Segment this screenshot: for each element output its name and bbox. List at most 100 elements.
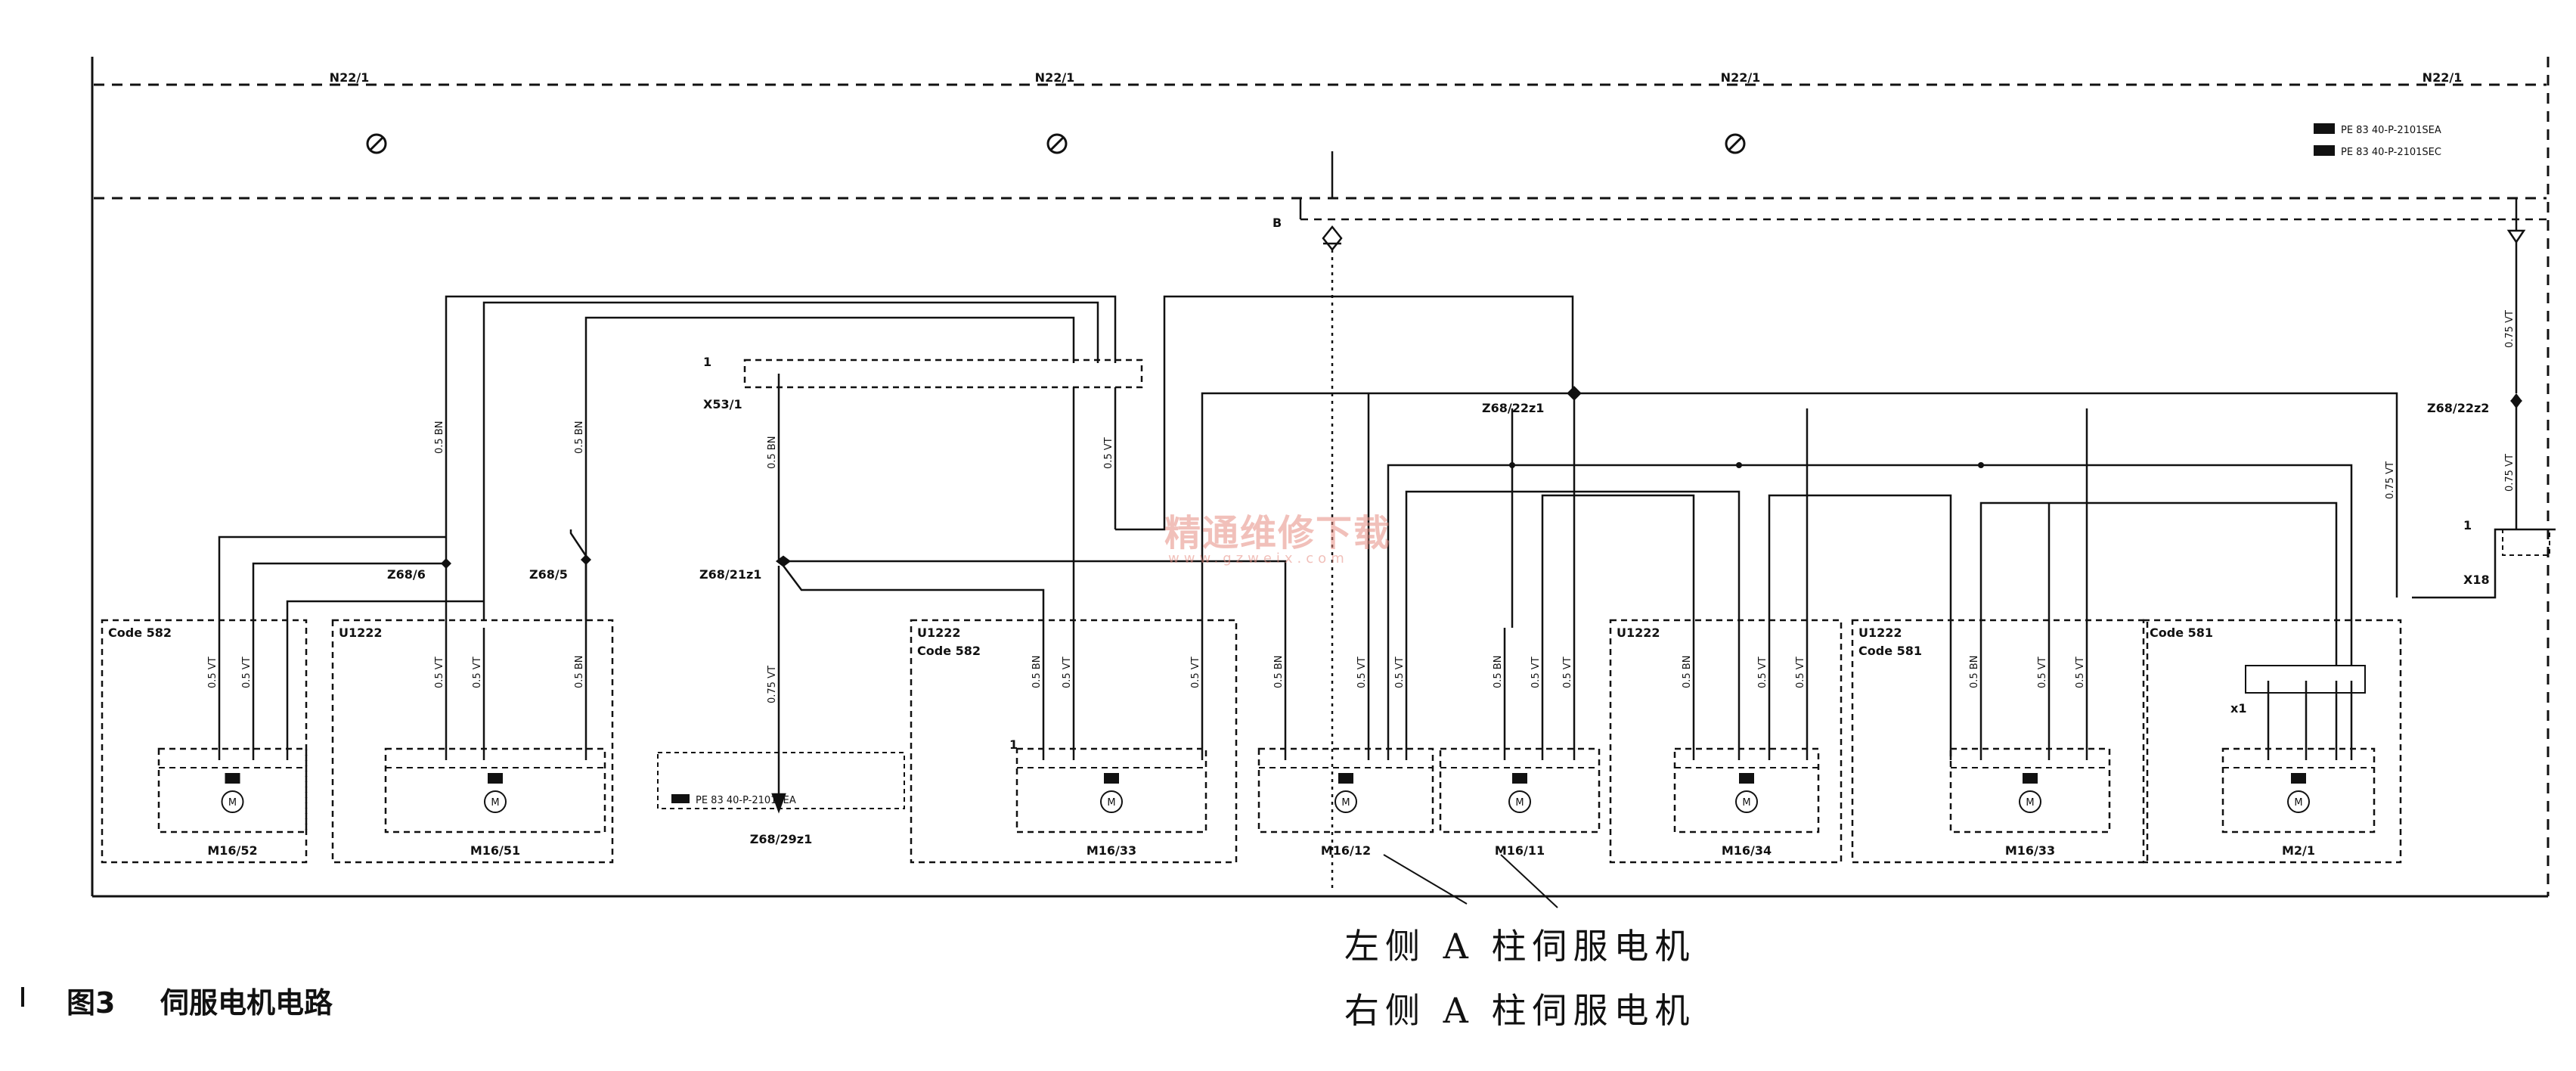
svg-text:0.5 VT: 0.5 VT — [1356, 657, 1368, 688]
ref-note: PE 83 40-P-2101SEC — [2341, 147, 2441, 158]
motor-letter: M — [2026, 797, 2034, 809]
box-title: U1222 — [917, 626, 961, 640]
svg-text:0.5 BN: 0.5 BN — [574, 656, 585, 688]
motor-letter: M — [1341, 797, 1350, 809]
x1-connector — [2245, 665, 2366, 694]
box-subtitle: Code 581 — [1858, 644, 1922, 658]
svg-text:0.5 VT: 0.5 VT — [241, 657, 253, 688]
box-subtitle: Code 582 — [917, 644, 981, 658]
ground-symbol-icon — [1725, 133, 1746, 154]
figure-title: 伺服电机电路 — [160, 986, 333, 1020]
motor-icon — [1334, 790, 1357, 813]
z68-29z1-label: Z68/29z1 — [750, 832, 812, 846]
motor-label: M16/34 — [1722, 843, 1772, 858]
motor-letter: M — [491, 797, 499, 809]
motor-label: M16/12 — [1321, 843, 1371, 858]
right-a-pillar-annotation: 右侧 A 柱伺服电机 — [1344, 990, 1696, 1031]
z68-21z1-label: Z68/21z1 — [699, 567, 761, 582]
motor-letter: M — [2294, 797, 2302, 809]
box-title: U1222 — [339, 626, 383, 640]
motor-icon — [2019, 790, 2041, 813]
margin-mark — [21, 987, 24, 1007]
x18-connector — [2502, 529, 2550, 556]
motor-icon — [1508, 790, 1531, 813]
z68-5-label: Z68/5 — [529, 567, 568, 582]
motor-icon — [484, 790, 507, 813]
motor-label: M16/33 — [2005, 843, 2055, 858]
motor-icon — [1735, 790, 1758, 813]
svg-text:0.75 VT: 0.75 VT — [2385, 461, 2396, 499]
component-box: M M16/12 — [1257, 747, 1434, 858]
svg-text:0.5 BN: 0.5 BN — [767, 436, 778, 469]
svg-text:0.5 VT: 0.5 VT — [1530, 657, 1542, 688]
svg-text:0.5 VT: 0.5 VT — [1190, 657, 1201, 688]
svg-text:0.5 VT: 0.5 VT — [472, 657, 483, 688]
x53-pin-label: 1 — [703, 355, 711, 369]
z68-22z1-label: Z68/22z1 — [1482, 401, 1544, 415]
z68-6-label: Z68/6 — [387, 567, 426, 582]
svg-text:0.75 VT: 0.75 VT — [2504, 454, 2516, 492]
svg-text:0.5 VT: 0.5 VT — [1757, 657, 1768, 688]
ground-symbol-icon — [1046, 133, 1068, 154]
svg-text:0.5 BN: 0.5 BN — [1031, 656, 1043, 688]
svg-text:0.5 VT: 0.5 VT — [434, 657, 445, 688]
motor-icon — [1100, 790, 1123, 813]
svg-text:0.5 VT: 0.5 VT — [2075, 657, 2086, 688]
motor-letter: M — [1742, 797, 1750, 809]
svg-text:0.5 BN: 0.5 BN — [1273, 656, 1285, 688]
document-reference-icon — [2314, 123, 2335, 134]
svg-text:0.5 VT: 0.5 VT — [1795, 657, 1806, 688]
figure-number: 图3 — [67, 986, 116, 1020]
svg-text:0.5 VT: 0.5 VT — [1562, 657, 1573, 688]
box-title: U1222 — [1617, 626, 1660, 640]
motor-icon — [2287, 790, 2310, 813]
box-title: U1222 — [1858, 626, 1902, 640]
z68-22z2-label: Z68/22z2 — [2427, 401, 2489, 415]
svg-text:0.5 BN: 0.5 BN — [1682, 656, 1693, 688]
motor-icon — [221, 790, 244, 813]
z68-29z1-ref-text: PE 83 40-P-2101SEA — [696, 795, 796, 806]
x53-label: X53/1 — [703, 397, 742, 411]
x1-label: x1 — [2230, 701, 2246, 716]
svg-text:0.5 VT: 0.5 VT — [1062, 657, 1073, 688]
n22-label: N22/1 — [1721, 70, 1761, 85]
ground-symbol-icon — [366, 133, 387, 154]
motor-letter: M — [228, 797, 237, 809]
watermark: 精通维修下载 — [1164, 512, 1392, 554]
svg-text:0.5 BN: 0.5 BN — [574, 421, 585, 454]
box-title: Code 582 — [108, 626, 172, 640]
motor-label: M16/51 — [470, 843, 520, 858]
n22-label: N22/1 — [2423, 70, 2463, 85]
x18-label: X18 — [2463, 573, 2490, 587]
left-a-pillar-annotation: 左侧 A 柱伺服电机 — [1344, 926, 1696, 967]
reference-notes: PE 83 40-P-2101SEA PE 83 40-P-2101SEC — [2314, 123, 2441, 158]
svg-text:0.5 BN: 0.5 BN — [434, 421, 445, 454]
motor-letter: M — [1107, 797, 1115, 809]
x18-pin-label: 1 — [2463, 518, 2472, 532]
motor-label: M16/52 — [207, 843, 257, 858]
svg-text:0.5 BN: 0.5 BN — [1493, 656, 1504, 688]
pin1-label: 1 — [1009, 737, 1018, 752]
document-reference-icon — [2314, 145, 2335, 156]
svg-text:0.5 VT: 0.5 VT — [1103, 437, 1114, 469]
svg-text:0.5 VT: 0.5 VT — [2037, 657, 2048, 688]
n22-label: N22/1 — [330, 70, 370, 85]
ref-note: PE 83 40-P-2101SEA — [2341, 125, 2441, 136]
motor-letter: M — [1515, 797, 1524, 809]
svg-text:0.75 VT: 0.75 VT — [2504, 310, 2516, 348]
connector-b-label: B — [1273, 216, 1282, 230]
box-title: Code 581 — [2150, 626, 2213, 640]
motor-label: M16/33 — [1087, 843, 1136, 858]
motor-label: M2/1 — [2282, 843, 2315, 858]
z68-29z1-reference: PE 83 40-P-2101SEA Z68/29z1 — [657, 752, 905, 846]
svg-text:0.5 VT: 0.5 VT — [1394, 657, 1406, 688]
svg-text:0.5 BN: 0.5 BN — [1969, 656, 1980, 688]
